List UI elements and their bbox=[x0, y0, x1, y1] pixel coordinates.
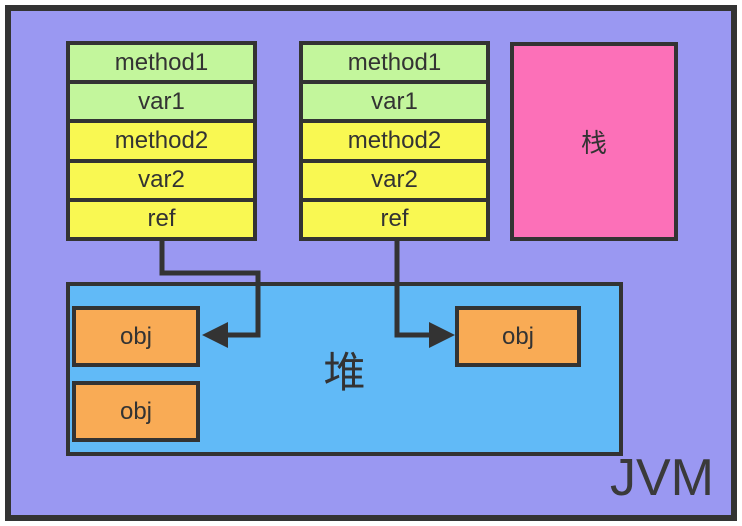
heap-object-1: obj bbox=[72, 306, 200, 367]
frame2-row-method1: method1 bbox=[303, 45, 486, 81]
jvm-label: JVM bbox=[610, 449, 714, 507]
stack-frame-1: method1 var1 method2 var2 ref bbox=[66, 41, 257, 241]
heap-object-2: obj bbox=[72, 381, 200, 442]
frame1-row-var1: var1 bbox=[70, 80, 253, 120]
stack-frame-2: method1 var1 method2 var2 ref bbox=[299, 41, 490, 241]
heap-label: 堆 bbox=[323, 348, 366, 396]
frame1-row-method2: method2 bbox=[70, 119, 253, 159]
frame2-row-var2: var2 bbox=[303, 158, 486, 198]
frame1-row-ref: ref bbox=[70, 197, 253, 238]
frame2-row-var1: var1 bbox=[303, 80, 486, 120]
frame1-row-method1: method1 bbox=[70, 45, 253, 81]
stack-box: 栈 bbox=[510, 42, 678, 241]
frame2-row-ref: ref bbox=[303, 197, 486, 238]
frame2-row-method2: method2 bbox=[303, 119, 486, 159]
heap-object-3: obj bbox=[455, 306, 581, 367]
frame1-row-var2: var2 bbox=[70, 158, 253, 198]
